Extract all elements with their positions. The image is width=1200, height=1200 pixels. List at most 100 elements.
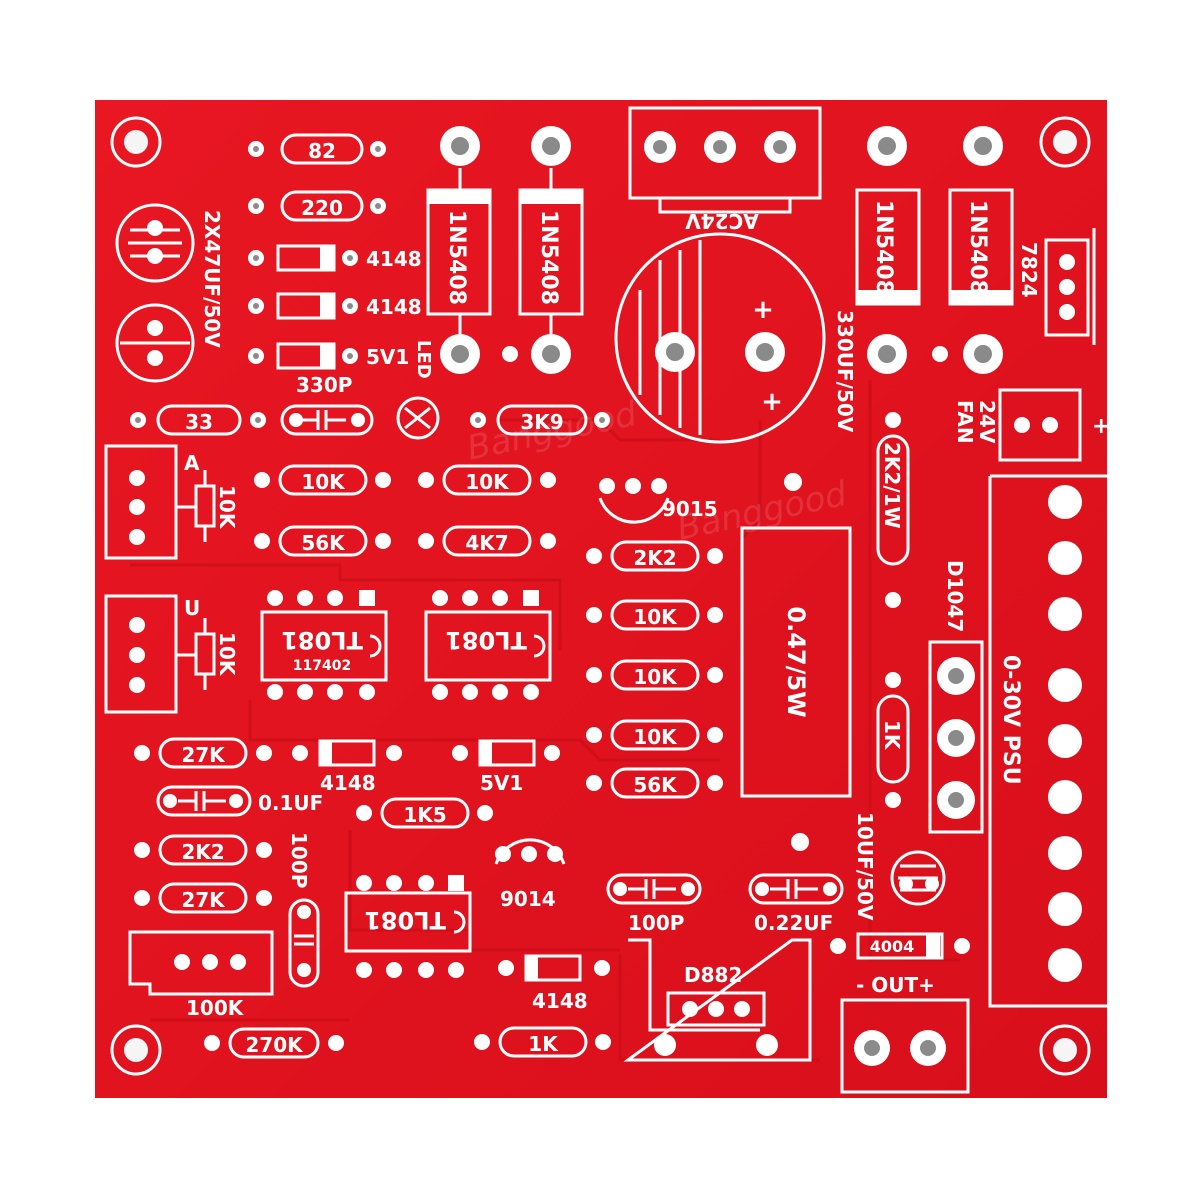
diode-1n5408-b: 1N5408 xyxy=(518,126,584,374)
ic-tl081-c: TL081 xyxy=(344,875,472,978)
resistor-1k-b: 1K xyxy=(474,1026,611,1058)
svg-text:+: + xyxy=(752,295,774,325)
diode-4148-c: 4148 xyxy=(292,739,402,795)
diode-4148-b-label: 4148 xyxy=(366,295,422,319)
transistor-9015-label: 9015 xyxy=(662,497,718,521)
resistor-56k-a: 56K xyxy=(254,525,391,557)
capacitor-100p-a: 100P xyxy=(287,832,320,988)
resistor-2k2-1w: 2K2/1W xyxy=(876,412,910,608)
led-label: LED xyxy=(413,340,434,379)
resistor-82: 82 xyxy=(248,133,386,165)
resistor-270k-label: 270K xyxy=(245,1033,304,1057)
diode-1n5408-b-label: 1N5408 xyxy=(536,210,561,305)
diode-4148-a: 4148 xyxy=(248,244,422,272)
connector-output: - OUT+ xyxy=(840,973,970,1094)
svg-text:+: + xyxy=(761,387,783,417)
capacitor-47uf-a xyxy=(115,203,195,283)
resistor-2k2-b-label: 2K2 xyxy=(181,840,224,864)
resistor-4k7: 4K7 xyxy=(418,525,556,557)
regulator-7824: 7824 xyxy=(1017,228,1096,345)
resistor-56k-a-label: 56K xyxy=(301,531,346,555)
resistor-10k-e: 10K xyxy=(586,719,723,751)
capacitor-330p-label: 330P xyxy=(296,373,352,397)
capacitor-100p-b-label: 100P xyxy=(628,911,684,935)
capacitor-0-22uf-label: 0.22UF xyxy=(754,911,833,935)
potentiometer-a-value: 10K xyxy=(215,485,239,530)
via-pad xyxy=(932,346,948,362)
transistor-d882-label: D882 xyxy=(684,963,742,987)
resistor-4k7-label: 4K7 xyxy=(465,531,508,555)
resistor-27k-a-label: 27K xyxy=(181,743,226,767)
diode-1n5408-d-label: 1N5408 xyxy=(965,200,990,295)
connector-output-label: - OUT+ xyxy=(856,973,935,997)
resistor-1k5-label: 1K5 xyxy=(403,803,446,827)
transistor-9014: 9014 xyxy=(494,838,566,911)
resistor-270k: 270K xyxy=(204,1027,344,1059)
potentiometer-u-label: U xyxy=(184,596,200,620)
transistor-d1047: D1047 xyxy=(928,560,984,834)
resistor-3k9-label: 3K9 xyxy=(520,410,563,434)
potentiometer-100k: 100K xyxy=(128,930,274,1020)
diode-1n5408-c-label: 1N5408 xyxy=(871,200,896,295)
capacitor-330uf-label: 330UF/50V xyxy=(833,310,857,433)
resistor-10k-a-label: 10K xyxy=(301,470,346,494)
resistor-3k9: 3K9 xyxy=(470,404,610,436)
svg-text:+: + xyxy=(1092,414,1110,439)
resistor-1k-a-label: 1K xyxy=(880,720,904,751)
resistor-2k2-b: 2K2 xyxy=(134,834,272,866)
psu-label: 0-30V PSU xyxy=(998,655,1023,785)
capacitor-0-22uf: 0.22UF xyxy=(748,873,844,935)
led xyxy=(396,396,440,440)
diode-4148-d: 4148 xyxy=(498,954,610,1013)
resistor-10k-a: 10K xyxy=(254,464,391,496)
resistor-82-label: 82 xyxy=(308,139,336,163)
resistor-2k2-1w-label: 2K2/1W xyxy=(880,442,904,529)
diode-4004-label: 4004 xyxy=(870,937,915,956)
resistor-56k-b-label: 56K xyxy=(633,773,678,797)
capacitor-2x47uf-label: 2X47UF/50V xyxy=(200,210,224,348)
resistor-1k-b-label: 1K xyxy=(528,1032,559,1056)
capacitor-0-1uf-label: 0.1UF xyxy=(258,791,323,815)
potentiometer-a: A 10K xyxy=(104,444,239,560)
resistor-10k-c-label: 10K xyxy=(633,605,678,629)
transistor-9015: 9015 xyxy=(598,478,718,524)
diode-1n5408-d: 1N5408 xyxy=(948,126,1014,374)
capacitor-330uf: + + 330UF/50V xyxy=(614,232,857,444)
resistor-1k-a: 1K xyxy=(876,672,910,808)
resistor-220: 220 xyxy=(248,190,386,222)
resistor-220-label: 220 xyxy=(301,196,343,220)
ic-tl081-b: TL081 xyxy=(424,590,552,700)
diode-1n5408-a-label: 1N5408 xyxy=(444,210,469,305)
resistor-33: 33 xyxy=(130,404,266,436)
ic-tl081-a-label: TL081 xyxy=(281,626,363,654)
resistor-1k5: 1K5 xyxy=(356,797,493,829)
diode-1n5408-a: 1N5408 xyxy=(426,126,492,374)
diode-4148-d-label: 4148 xyxy=(532,989,588,1013)
capacitor-0-1uf: 0.1UF xyxy=(156,785,323,817)
shunt-pad-bottom xyxy=(791,833,809,851)
resistor-10k-b: 10K xyxy=(418,464,556,496)
connector-fan: + FAN 24V xyxy=(953,388,1110,462)
resistor-10k-d-label: 10K xyxy=(633,665,678,689)
resistor-27k-b: 27K xyxy=(134,882,272,914)
capacitor-330p xyxy=(280,404,374,436)
potentiometer-100k-label: 100K xyxy=(186,996,245,1020)
diode-4148-b: 4148 xyxy=(248,292,422,320)
resistor-shunt-0-47: 0.47/5W xyxy=(740,526,852,798)
resistor-27k-b-label: 27K xyxy=(181,888,226,912)
transistor-9014-label: 9014 xyxy=(500,887,556,911)
transistor-d1047-label: D1047 xyxy=(943,560,967,632)
regulator-7824-label: 7824 xyxy=(1017,242,1041,298)
mounting-hole-tr xyxy=(1039,116,1091,168)
ic-tl081-a: TL081 117402 xyxy=(260,590,388,700)
ic-tl081-a-code: 117402 xyxy=(293,658,351,674)
resistor-27k-a: 27K xyxy=(134,737,272,769)
zener-5v1-a-label: 5V1 xyxy=(366,345,409,369)
zener-5v1-b-label: 5V1 xyxy=(480,771,523,795)
resistor-2k2-a: 2K2 xyxy=(586,540,723,572)
capacitor-47uf-b xyxy=(115,303,195,383)
zener-5v1-b: 5V1 xyxy=(452,739,560,795)
resistor-33-label: 33 xyxy=(185,410,213,434)
resistor-10k-b-label: 10K xyxy=(465,470,510,494)
